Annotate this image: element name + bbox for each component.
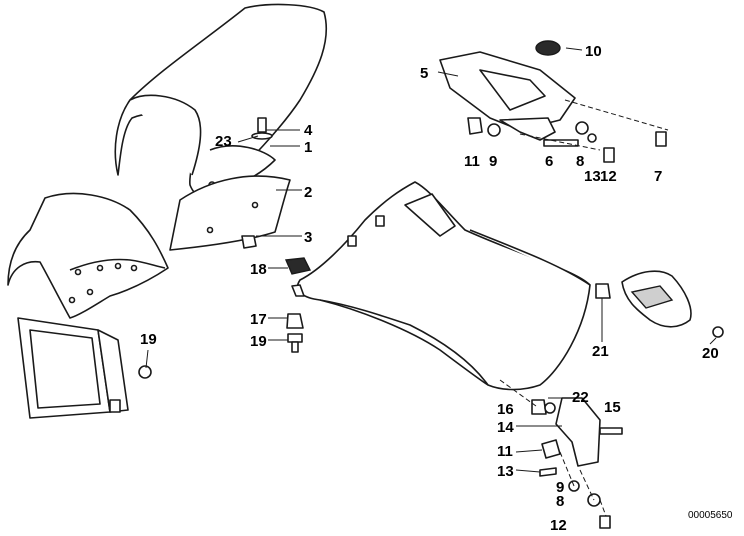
callout-12-upper: 12 xyxy=(600,168,617,185)
callouts: 4 23 1 2 3 18 17 19 19 5 10 11 9 6 8 13 … xyxy=(140,43,719,534)
callout-2: 2 xyxy=(304,184,312,201)
side-indicator xyxy=(621,270,692,328)
callout-20: 20 xyxy=(702,345,719,362)
callout-19-left: 19 xyxy=(140,331,157,348)
callout-16: 16 xyxy=(497,401,514,418)
callout-18: 18 xyxy=(250,261,267,278)
alignment-lines xyxy=(499,99,669,517)
callout-6: 6 xyxy=(545,153,553,170)
callout-15: 15 xyxy=(604,399,621,416)
callout-11-lower: 11 xyxy=(497,443,513,460)
callout-3: 3 xyxy=(304,229,312,246)
callout-8-upper: 8 xyxy=(576,153,584,170)
callout-23: 23 xyxy=(215,133,232,150)
callout-10: 10 xyxy=(585,43,602,60)
callout-13-lower: 13 xyxy=(497,463,514,480)
callout-17: 17 xyxy=(250,311,267,328)
windscreen xyxy=(169,175,291,251)
callout-22: 22 xyxy=(572,389,589,406)
callout-9-lower: 9 xyxy=(556,479,564,496)
leader-lines xyxy=(145,47,717,473)
callout-21: 21 xyxy=(592,343,609,360)
headlight-cover xyxy=(7,192,169,319)
catalog-number: 00005650 xyxy=(688,510,733,521)
callout-14: 14 xyxy=(497,419,514,436)
callout-11-upper: 11 xyxy=(464,153,480,170)
seat-cowl xyxy=(114,3,328,198)
callout-12-lower: 12 xyxy=(550,517,567,534)
fairing-panel xyxy=(291,181,591,391)
callout-9-upper: 9 xyxy=(489,153,497,170)
bracket-assembly xyxy=(439,51,576,141)
lower-bracket xyxy=(555,397,601,467)
callout-13-upper: 13 xyxy=(584,168,601,185)
callout-7: 7 xyxy=(654,168,662,185)
headlight-unit xyxy=(17,317,129,419)
callout-8-lower: 8 xyxy=(556,493,564,510)
callout-4: 4 xyxy=(304,122,313,139)
callout-19-center: 19 xyxy=(250,333,267,350)
callout-1: 1 xyxy=(304,139,312,156)
callout-5: 5 xyxy=(420,65,428,82)
